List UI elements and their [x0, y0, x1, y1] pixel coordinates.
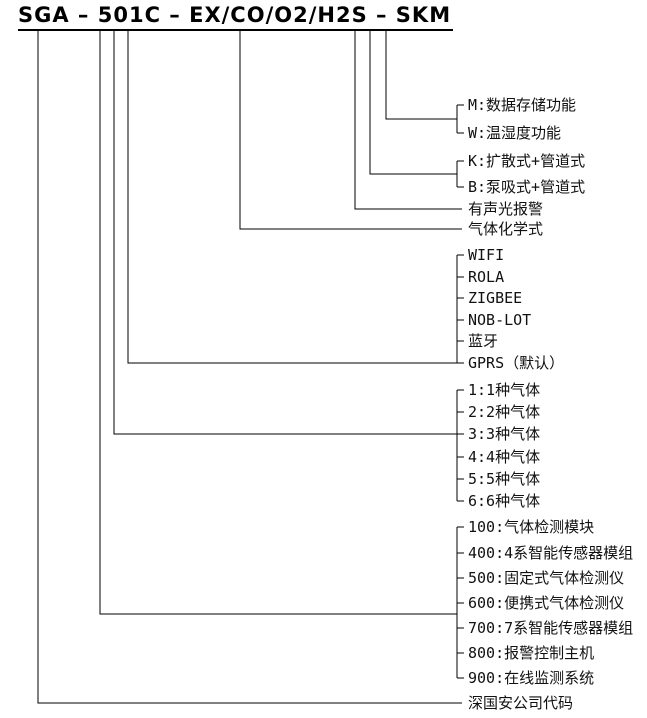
- bracket-product-series: [456, 526, 464, 679]
- connector-sampling-k: [369, 31, 457, 175]
- label-zigbee: ZIGBEE: [468, 289, 523, 307]
- label-k-diffusion-duct: K:扩散式+管道式: [468, 152, 586, 170]
- label-series-100: 100:气体检测模块: [468, 518, 595, 536]
- label-series-900: 900:在线监测系统: [468, 669, 595, 687]
- bracket-functions: [456, 104, 464, 134]
- label-gas-count-6: 6:6种气体: [468, 492, 541, 510]
- label-rola: ROLA: [468, 268, 505, 286]
- label-gas-count-2: 2:2种气体: [468, 403, 541, 421]
- label-series-500: 500:固定式气体检测仪: [468, 569, 625, 587]
- label-gas-formula: 气体化学式: [468, 220, 544, 238]
- label-bluetooth: 蓝牙: [468, 332, 499, 350]
- model-code-title: SGA – 501C – EX/CO/O2/H2S – SKM: [18, 3, 454, 31]
- label-wifi: WIFI: [468, 246, 505, 264]
- bracket-gas-count: [456, 389, 464, 502]
- label-series-600: 600:便携式气体检测仪: [468, 594, 625, 612]
- connector-gas-formula: [239, 31, 462, 230]
- label-b-pump-duct: B:泵吸式+管道式: [468, 178, 586, 196]
- label-gprs-default: GPRS（默认）: [468, 354, 565, 372]
- label-gas-count-4: 4:4种气体: [468, 448, 541, 466]
- label-series-400: 400:4系智能传感器模组: [468, 544, 634, 562]
- label-nob-lot: NOB-LOT: [468, 311, 532, 329]
- label-w-temp-humidity: W:温湿度功能: [468, 124, 562, 142]
- label-gas-count-5: 5:5种气体: [468, 470, 541, 488]
- label-sound-light-alarm: 有声光报警: [468, 200, 544, 218]
- label-series-700: 700:7系智能传感器模组: [468, 619, 634, 637]
- label-gas-count-1: 1:1种气体: [468, 381, 541, 399]
- connector-communication: [127, 31, 464, 364]
- bracket-sampling: [456, 160, 464, 188]
- label-series-800: 800:报警控制主机: [468, 644, 595, 662]
- connector-alarm-s: [354, 31, 462, 210]
- connector-gas-count-digit: [113, 31, 464, 435]
- connector-sga-company: [37, 31, 462, 704]
- label-m-data-storage: M:数据存储功能: [468, 96, 577, 114]
- label-company-code: 深国安公司代码: [468, 694, 574, 712]
- label-gas-count-3: 3:3种气体: [468, 425, 541, 443]
- bracket-communication: [456, 254, 464, 363]
- connector-functions-m: [385, 31, 457, 120]
- connector-series-digit: [99, 31, 457, 615]
